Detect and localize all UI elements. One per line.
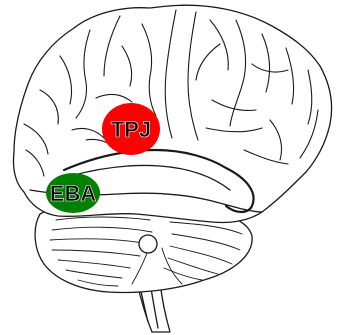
cerebellum-folia: [49, 216, 243, 287]
cortex-gyri: [23, 9, 319, 177]
tpj-region: TPJ: [102, 103, 160, 155]
eba-label: EBA: [50, 181, 97, 206]
eba-marker: [46, 173, 100, 213]
eba-region: EBA: [46, 173, 100, 213]
tpj-label: TPJ: [111, 117, 151, 142]
pons: [138, 234, 158, 254]
sylvian-fissure: [62, 148, 255, 214]
tpj-marker: [102, 103, 160, 155]
cerebrum-outline: [12, 4, 333, 224]
